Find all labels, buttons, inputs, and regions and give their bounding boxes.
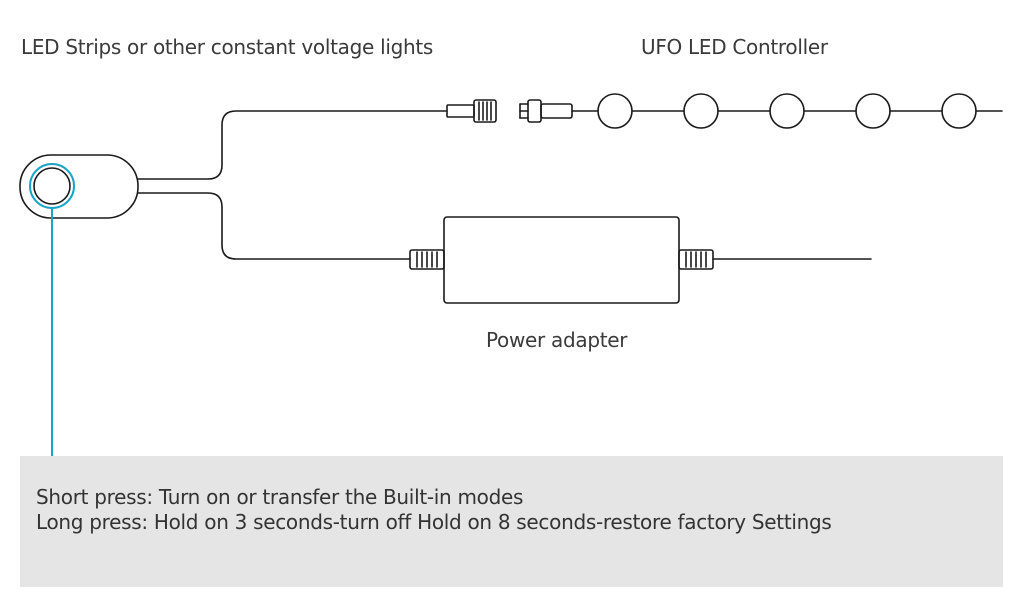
female-connector [446,99,497,123]
led-bead [683,93,719,129]
power-adapter [409,216,872,304]
button-highlight-ring [29,163,75,209]
power-adapter-label: Power adapter [486,328,628,352]
info-box: Short press: Turn on or transfer the Bui… [20,456,1003,587]
led-bead [941,93,977,129]
male-connector [519,99,573,123]
led-strips-label: LED Strips or other constant voltage lig… [21,35,434,59]
controller-cable [137,110,448,260]
controller-button[interactable] [33,167,71,205]
led-bead [769,93,805,129]
short-press-text: Short press: Turn on or transfer the Bui… [36,485,524,509]
led-bead [855,93,891,129]
long-press-text: Long press: Hold on 3 seconds-turn off H… [36,510,832,534]
led-bead [597,93,633,129]
controller-body [19,154,139,219]
led-strip [571,93,1003,129]
controller-label: UFO LED Controller [641,35,828,59]
